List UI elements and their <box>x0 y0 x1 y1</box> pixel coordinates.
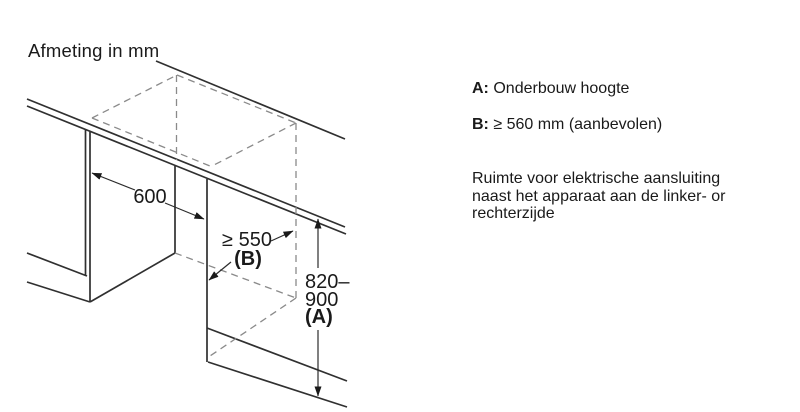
dim-550-label: ≥ 550 <box>222 229 272 251</box>
note-line-3: rechterzijde <box>472 205 555 222</box>
floor-upper-line <box>206 327 348 382</box>
worktop-back-edge-line <box>155 60 346 140</box>
dim-550-leader-up <box>270 230 294 242</box>
electrical-connection-note: Ruimte voor elektrische aansluiting naas… <box>472 170 772 223</box>
dim-600-label: 600 <box>133 186 166 208</box>
floor-lower-line <box>207 361 348 408</box>
niche-bottom-right-edge-dashed <box>209 297 297 357</box>
dim-height-label-line2: 900 <box>305 289 338 311</box>
legend-item-a-key: A: <box>472 80 489 97</box>
diagram-title: Afmeting in mm <box>28 40 160 61</box>
legend-item-b: B: ≥ 560 mm (aanbevolen) <box>472 116 662 134</box>
niche-hidden-outline <box>91 74 297 357</box>
niche-bottom-back-edge-dashed <box>174 252 297 299</box>
cabinet-side-bottom-edge-line <box>89 252 176 303</box>
legend-item-a: A: Onderbouw hoogte <box>472 80 629 98</box>
dimension-width-600: 600 <box>91 172 205 220</box>
dim-height-label-line1: 820– <box>305 271 350 293</box>
niche-top-back-edge-dashed <box>176 74 297 124</box>
niche-top-left-edge-dashed <box>91 74 178 119</box>
worktop-front-bottom-edge-line <box>26 105 347 235</box>
note-line-1: Ruimte voor elektrische aansluiting <box>472 170 721 187</box>
cabinet-plinth-line <box>26 252 88 277</box>
dim-600-leader-right <box>164 202 205 220</box>
niche-right-side-and-floor <box>206 179 348 408</box>
dim-600-leader-left <box>91 172 136 191</box>
niche-top-right-edge-dashed <box>211 122 297 167</box>
dimension-depth-550: ≥ 550 (B) <box>208 229 294 281</box>
dim-550-leader-down <box>208 261 232 281</box>
legend-item-a-text: Onderbouw hoogte <box>493 80 630 97</box>
left-cabinet <box>26 130 176 303</box>
legend-item-b-text: ≥ 560 mm (aanbevolen) <box>493 116 663 133</box>
floor-left-line <box>26 281 91 303</box>
dim-550-key: (B) <box>234 248 262 270</box>
worktop <box>26 60 347 235</box>
legend-item-b-key: B: <box>472 116 489 133</box>
dimension-height-820-900: 820– 900 (A) <box>305 218 350 397</box>
worktop-front-top-edge-line <box>26 98 346 228</box>
dim-height-key: (A) <box>305 306 333 328</box>
note-line-2: naast het apparaat aan de linker- or <box>472 187 726 205</box>
niche-top-front-edge-dashed <box>91 117 211 167</box>
